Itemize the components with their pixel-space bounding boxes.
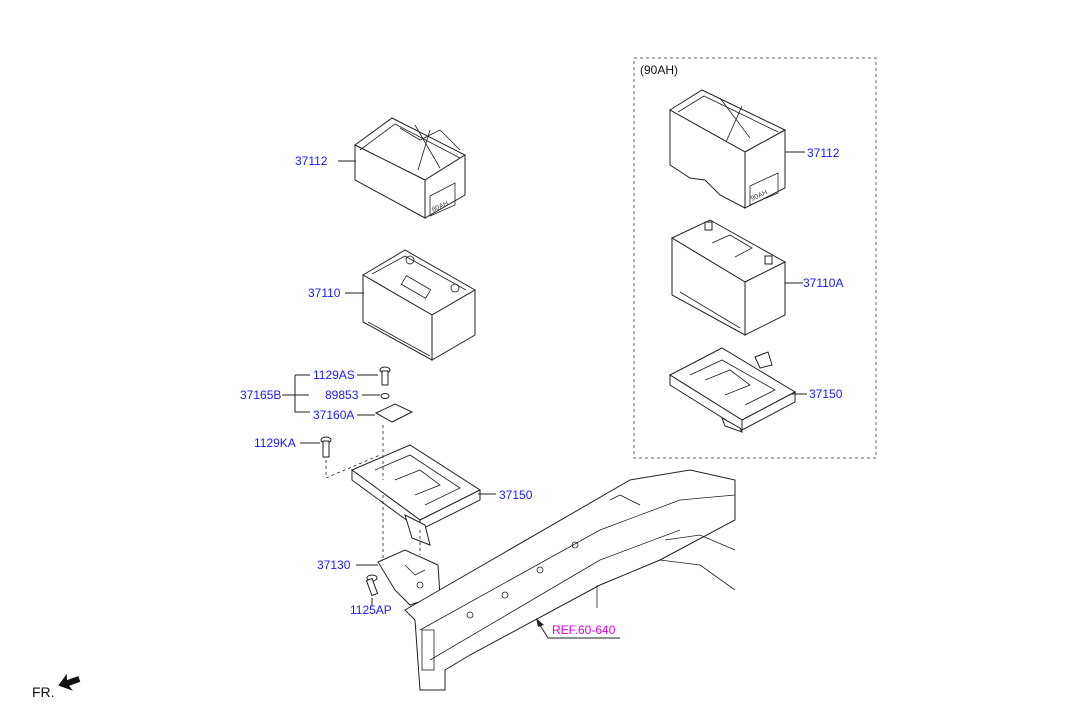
nut-89853[interactable]: [380, 393, 390, 399]
front-arrow-icon: [58, 673, 81, 691]
option-box-title: (90AH): [640, 63, 678, 77]
label-37130[interactable]: 37130: [317, 558, 351, 572]
label-1129as[interactable]: 1129AS: [313, 368, 355, 382]
option-box-90ah: [633, 57, 877, 459]
label-37160a[interactable]: 37160A: [313, 408, 354, 422]
chassis-frame: [404, 469, 736, 691]
label-37165b[interactable]: 37165B: [240, 388, 281, 402]
battery-main[interactable]: [362, 249, 477, 361]
label-37112-opt[interactable]: 37112: [807, 146, 840, 160]
battery-case-opt[interactable]: 90AH: [669, 89, 787, 209]
label-ref-60-640[interactable]: REF.60-640: [552, 623, 616, 637]
front-label: FR.: [32, 684, 55, 700]
label-89853[interactable]: 89853: [325, 388, 359, 402]
battery-tray-opt[interactable]: [668, 347, 797, 433]
bolt-1129ka[interactable]: [320, 436, 332, 458]
battery-tray-main[interactable]: [351, 444, 482, 546]
label-37150-opt[interactable]: 37150: [809, 387, 843, 401]
label-37110a[interactable]: 37110A: [803, 276, 843, 290]
ref-arrow-icon: [536, 618, 544, 627]
bolt-1125ap[interactable]: [365, 574, 379, 597]
battery-case-main[interactable]: 80AH: [354, 117, 467, 219]
label-1129ka[interactable]: 1129KA: [254, 436, 296, 450]
label-1125ap[interactable]: 1125AP: [350, 603, 392, 617]
label-37110[interactable]: 37110: [308, 286, 341, 300]
bolt-1129as[interactable]: [379, 366, 391, 386]
label-37112-main[interactable]: 37112: [295, 154, 328, 168]
clamp-37160a[interactable]: [374, 403, 414, 423]
battery-opt[interactable]: [670, 219, 787, 336]
label-37150-main[interactable]: 37150: [499, 488, 533, 502]
